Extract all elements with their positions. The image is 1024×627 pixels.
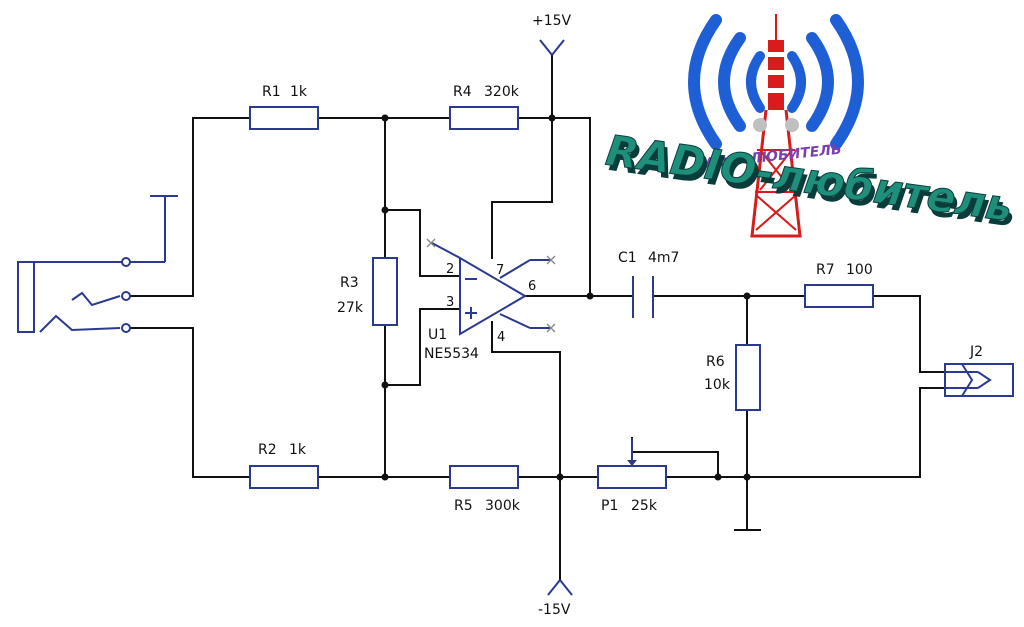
r2-ref: R2 [258, 442, 277, 458]
pin-6-label: 6 [528, 279, 536, 294]
r1-body [249, 106, 319, 130]
p1-ref: P1 [601, 498, 618, 514]
r4-body [449, 106, 519, 130]
r3-value: 27k [337, 300, 364, 316]
p1-body [597, 465, 667, 489]
r4-value: 320k [484, 84, 520, 100]
r6-value: 10k [704, 377, 731, 393]
input-jack [17, 195, 178, 333]
output-jack-j2 [944, 363, 1014, 397]
pin-3-label: 3 [446, 295, 454, 310]
vneg-label: -15V [538, 602, 571, 618]
r6-ref: R6 [706, 354, 725, 370]
r4-ref: R4 [453, 84, 472, 100]
c1-capacitor [632, 276, 654, 318]
r7-body [804, 284, 874, 308]
vpos-symbol [539, 39, 565, 56]
r1-ref: R1 [262, 84, 281, 100]
vpos-label: +15V [532, 13, 572, 29]
pin-7-label: 7 [496, 263, 504, 278]
nc-marks [426, 238, 556, 333]
radio-tower-icon [750, 14, 802, 238]
c1-value: 4m7 [648, 250, 679, 266]
r7-ref: R7 [816, 262, 835, 278]
r2-body [249, 465, 319, 489]
wires [129, 54, 946, 581]
junction-dots [381, 114, 751, 481]
r3-ref: R3 [340, 275, 359, 291]
logo-title: RADIO-любитель [603, 126, 1016, 232]
opamp-u1 [431, 242, 552, 336]
r1-value: 1k [290, 84, 308, 100]
radio-logo: RADIO-ЛЮБИТЕЛЬ RADIO-любитель RADIO-люби… [603, 14, 1019, 238]
vneg-symbol [547, 579, 573, 596]
pin-2-label: 2 [446, 262, 454, 277]
r2-value: 1k [289, 442, 307, 458]
r3-body [372, 257, 398, 326]
r6-body [735, 344, 761, 411]
r5-value: 300k [485, 498, 521, 514]
j2-ref: J2 [969, 344, 983, 360]
r7-value: 100 [846, 262, 873, 278]
c1-ref: C1 [618, 250, 637, 266]
p1-value: 25k [631, 498, 658, 514]
u1-ref: U1 [428, 327, 447, 343]
r5-body [449, 465, 519, 489]
pin-4-label: 4 [497, 330, 505, 345]
r5-ref: R5 [454, 498, 473, 514]
u1-part: NE5534 [424, 346, 479, 362]
